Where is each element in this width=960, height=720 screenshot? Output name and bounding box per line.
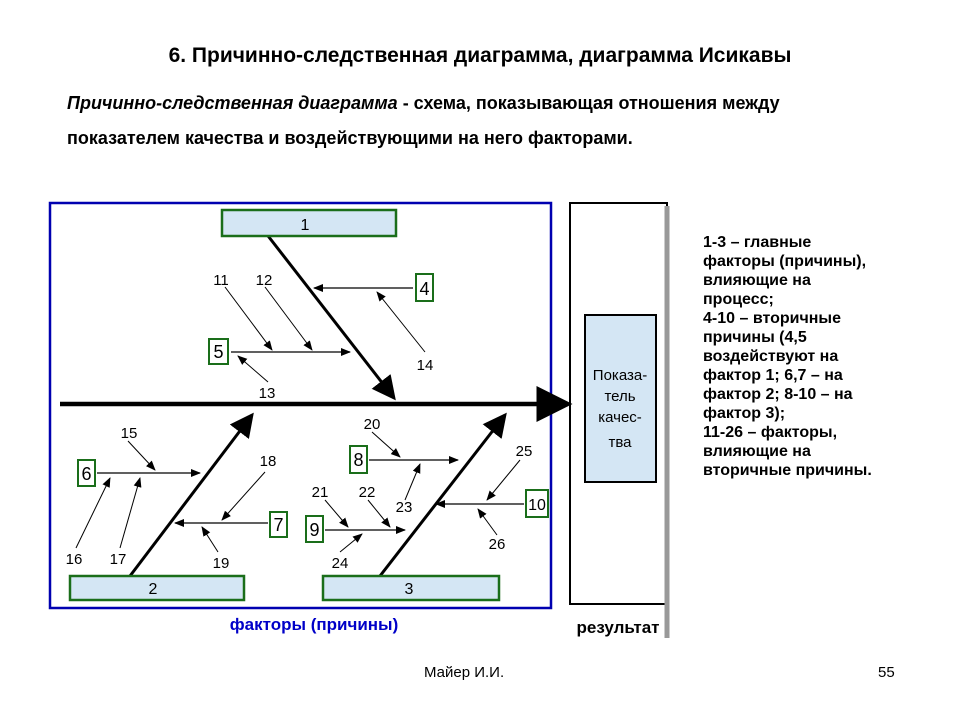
tertiary-21-label: 21	[312, 484, 329, 501]
secondary-10-label: 10	[528, 497, 546, 514]
secondary-8-box	[349, 445, 368, 474]
secondary-7-box	[269, 511, 288, 538]
secondary-9-box	[305, 515, 324, 543]
secondary-10-box	[525, 489, 549, 518]
result-box-line2: тель	[604, 388, 635, 405]
main-factor-1-label: 1	[301, 217, 310, 234]
arrow-23	[404, 463, 421, 501]
tertiary-23-label: 23	[396, 499, 413, 516]
tertiary-11-label: 11	[213, 272, 229, 289]
arrow-26	[477, 508, 498, 536]
tertiary-15-label: 15	[121, 425, 138, 442]
page-title: 6. Причинно-следственная диаграмма, диаг…	[168, 44, 792, 67]
secondary-4-box	[415, 273, 434, 302]
tertiary-20-label: 20	[364, 416, 381, 433]
result-box-line4: тва	[608, 434, 632, 451]
result-caption: результат	[577, 618, 660, 637]
secondary-8-label: 8	[353, 450, 363, 470]
arrow-24	[339, 533, 363, 553]
arrow-16	[75, 477, 111, 549]
main-factor-3-box	[321, 574, 501, 602]
secondary-4-label: 4	[419, 279, 429, 299]
arrow-17	[119, 477, 142, 549]
result-box	[584, 314, 657, 483]
arrow-14	[376, 291, 426, 353]
legend-main-factors: 1-3 – главные факторы (причины), влияющи…	[703, 234, 867, 308]
secondary-5-box	[208, 338, 229, 365]
arrow-13	[237, 355, 269, 383]
secondary-5-label: 5	[213, 342, 223, 362]
arrow-20	[371, 431, 401, 458]
secondary-9-label: 9	[309, 520, 319, 540]
factors-caption: факторы (причины)	[230, 615, 398, 634]
main-factor-2-box	[68, 574, 246, 602]
tertiary-22-label: 22	[359, 484, 376, 501]
tertiary-14-label: 14	[417, 357, 434, 374]
bone-1	[263, 231, 396, 401]
arrow-11	[224, 286, 273, 351]
tertiary-17-label: 17	[110, 551, 127, 568]
arrow-21	[324, 499, 349, 528]
secondary-6-box	[77, 459, 96, 487]
main-factor-2-label: 2	[149, 581, 158, 598]
page-number: 55	[878, 664, 895, 681]
arrow-18	[221, 471, 266, 521]
tertiary-19-label: 19	[213, 555, 230, 572]
main-factor-3-label: 3	[405, 581, 414, 598]
result-box-line3: качес-	[598, 409, 642, 426]
intro-term: Причинно-следственная диаграмма	[67, 93, 398, 113]
legend: 1-3 – главные факторы (причины), влияющи…	[703, 233, 873, 480]
main-factor-1-box	[220, 208, 398, 238]
secondary-6-label: 6	[81, 464, 91, 484]
result-box-line1: Показа-	[593, 367, 647, 384]
arrow-12	[264, 286, 313, 351]
arrow-25	[486, 459, 521, 501]
arrow-19	[201, 526, 219, 553]
bone-2	[128, 412, 254, 577]
intro-paragraph: Причинно-следственная диаграмма - схема,…	[67, 86, 897, 156]
legend-tertiary-factors: 11-26 – факторы, влияющие на вторичные п…	[703, 424, 872, 479]
secondary-7-label: 7	[273, 515, 283, 535]
bone-3	[378, 412, 507, 577]
tertiary-16-label: 16	[66, 551, 83, 568]
tertiary-24-label: 24	[332, 555, 349, 572]
tertiary-25-label: 25	[516, 443, 533, 460]
tertiary-12-label: 12	[256, 272, 273, 289]
tertiary-13-label: 13	[259, 385, 276, 402]
tertiary-18-label: 18	[260, 453, 277, 470]
arrow-15	[127, 440, 156, 471]
footer-author: Майер И.И.	[424, 664, 505, 681]
intro-text: - схема, показывающая отношения между по…	[67, 93, 780, 148]
arrow-22	[367, 499, 391, 528]
legend-secondary-causes: 4-10 – вторичные причины (4,5 воздейству…	[703, 310, 853, 422]
tertiary-26-label: 26	[489, 536, 506, 553]
